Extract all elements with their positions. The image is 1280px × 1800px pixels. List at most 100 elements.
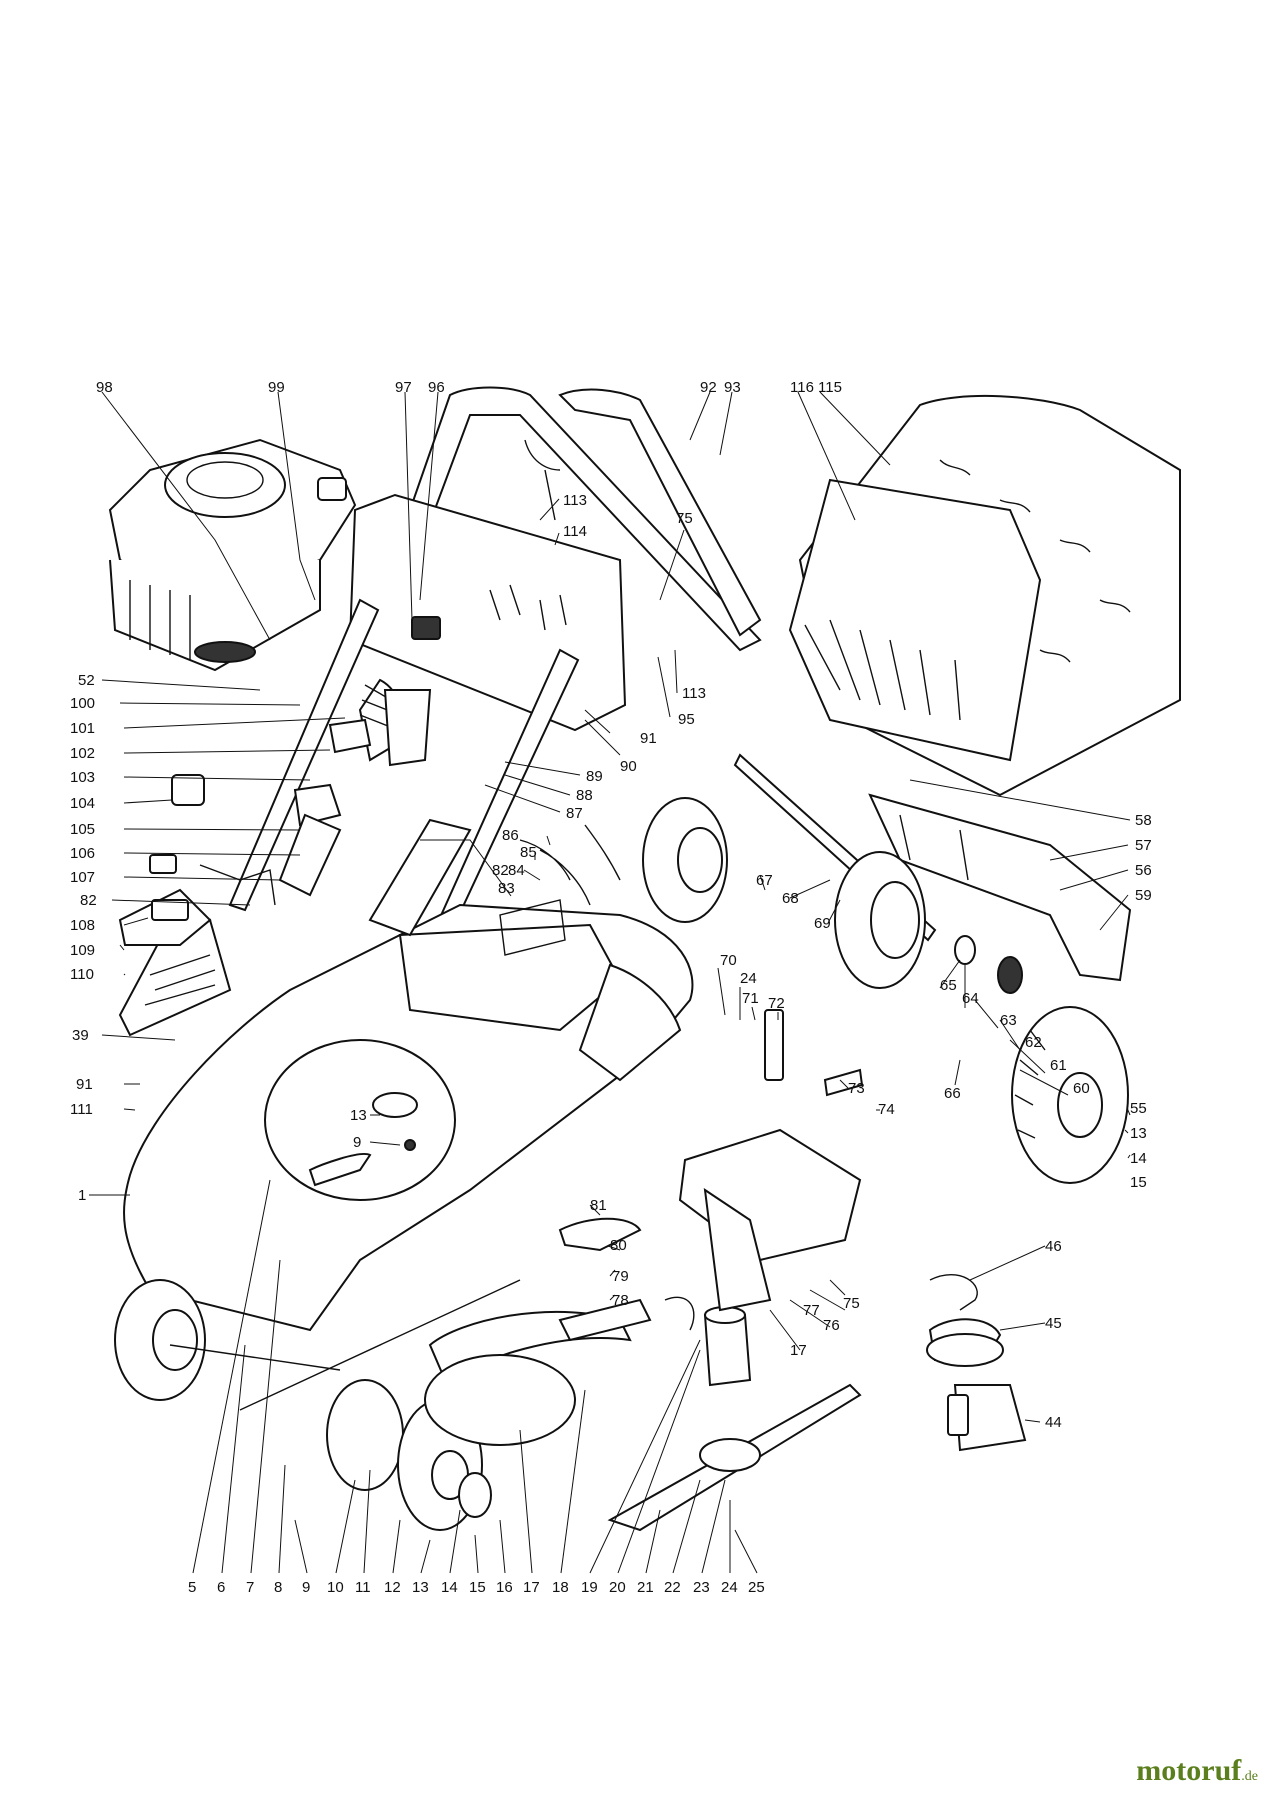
callout-22: 22 [664,1579,681,1596]
callout-114: 114 [563,523,587,540]
callout-105: 105 [70,821,95,838]
callout-16: 16 [496,1579,513,1596]
engine-assembly [108,438,357,672]
callout-88: 88 [576,787,593,804]
callout-24-mid: 24 [740,970,757,987]
watermark-logo: motoruf.de [1136,1754,1258,1788]
callout-44: 44 [1045,1414,1062,1431]
callout-8: 8 [274,1579,282,1596]
grass-catcher [788,394,1181,797]
callout-78: 78 [612,1292,629,1309]
callout-76: 76 [823,1317,840,1334]
callout-17-right: 17 [790,1342,807,1359]
callout-20: 20 [609,1579,626,1596]
callout-87: 87 [566,805,583,822]
callout-65: 65 [940,977,957,994]
callout-82-right: 82 [492,862,509,879]
callout-95: 95 [678,711,695,728]
callout-106: 106 [70,845,95,862]
callout-10: 10 [327,1579,344,1596]
callout-14-right: 14 [1130,1150,1147,1167]
callout-60: 60 [1073,1080,1090,1097]
callout-11: 11 [355,1579,371,1596]
callout-64: 64 [962,990,979,1007]
blade-assembly [424,1296,862,1532]
callout-13: 13 [412,1579,429,1596]
callout-111: 111 [70,1101,93,1118]
callout-69: 69 [814,915,831,932]
callout-52: 52 [78,672,95,689]
callout-104: 104 [70,795,95,812]
callout-90: 90 [620,758,637,775]
callout-80: 80 [610,1237,627,1254]
callout-13-right: 13 [1130,1125,1147,1142]
control-parts [278,439,621,906]
callout-102: 102 [70,745,95,762]
callout-14: 14 [441,1579,458,1596]
drive-assembly [558,753,1129,1312]
callout-25: 25 [748,1579,765,1596]
callout-63: 63 [1000,1012,1017,1029]
callout-115: 115 [818,379,842,396]
watermark-main: motoruf [1136,1754,1242,1787]
callout-91-left: 91 [76,1076,93,1093]
callout-23: 23 [693,1579,710,1596]
callout-55: 55 [1130,1100,1147,1117]
callout-98: 98 [96,379,113,396]
callout-83: 83 [498,880,515,897]
callout-100: 100 [70,695,95,712]
callout-79: 79 [612,1268,629,1285]
leader-lines [89,391,1131,1574]
callout-84: 84 [508,862,525,879]
callout-57: 57 [1135,837,1152,854]
callout-97: 97 [395,379,412,396]
callout-15-right: 15 [1130,1174,1147,1191]
callout-7: 7 [246,1579,254,1596]
callout-24: 24 [721,1579,738,1596]
callout-56: 56 [1135,862,1152,879]
callout-71: 71 [742,990,759,1007]
callout-59: 59 [1135,887,1152,904]
callout-99: 99 [268,379,285,396]
callout-101: 101 [70,720,95,737]
callout-66: 66 [944,1085,961,1102]
callout-17: 17 [523,1579,540,1596]
callout-77: 77 [803,1302,820,1319]
callout-109: 109 [70,942,95,959]
callout-89: 89 [586,768,603,785]
callout-107: 107 [70,869,95,886]
callout-9: 9 [302,1579,310,1596]
handle-assembly [228,386,762,947]
callout-113-upper: 113 [563,492,587,509]
callout-9-deck: 9 [353,1134,361,1151]
callout-13-deck: 13 [350,1107,367,1124]
callout-75-upper: 75 [676,510,693,527]
callout-18: 18 [552,1579,569,1596]
callout-12: 12 [384,1579,401,1596]
callout-labels: 98 99 97 96 92 93 116 115 113 114 75 113… [70,379,1152,1596]
callout-68: 68 [782,890,799,907]
callout-93: 93 [724,379,741,396]
mower-deck [123,818,694,1332]
rear-cover-parts [118,774,276,1037]
callout-21: 21 [637,1579,654,1596]
callout-74: 74 [878,1101,895,1118]
belt-clutch-assembly [926,1274,1027,1452]
callout-6: 6 [217,1579,225,1596]
callout-92: 92 [700,379,717,396]
callout-108: 108 [70,917,95,934]
callout-75-lower: 75 [843,1295,860,1312]
callout-45: 45 [1045,1315,1062,1332]
deflector-flap [868,793,1132,982]
callout-62: 62 [1025,1034,1042,1051]
callout-110: 110 [70,966,94,983]
callout-91-upper: 91 [640,730,657,747]
callout-5: 5 [188,1579,196,1596]
callout-72: 72 [768,995,785,1012]
callout-70: 70 [720,952,737,969]
callout-85: 85 [520,844,537,861]
callout-19: 19 [581,1579,598,1596]
callout-61: 61 [1050,1057,1067,1074]
callout-67: 67 [756,872,773,889]
